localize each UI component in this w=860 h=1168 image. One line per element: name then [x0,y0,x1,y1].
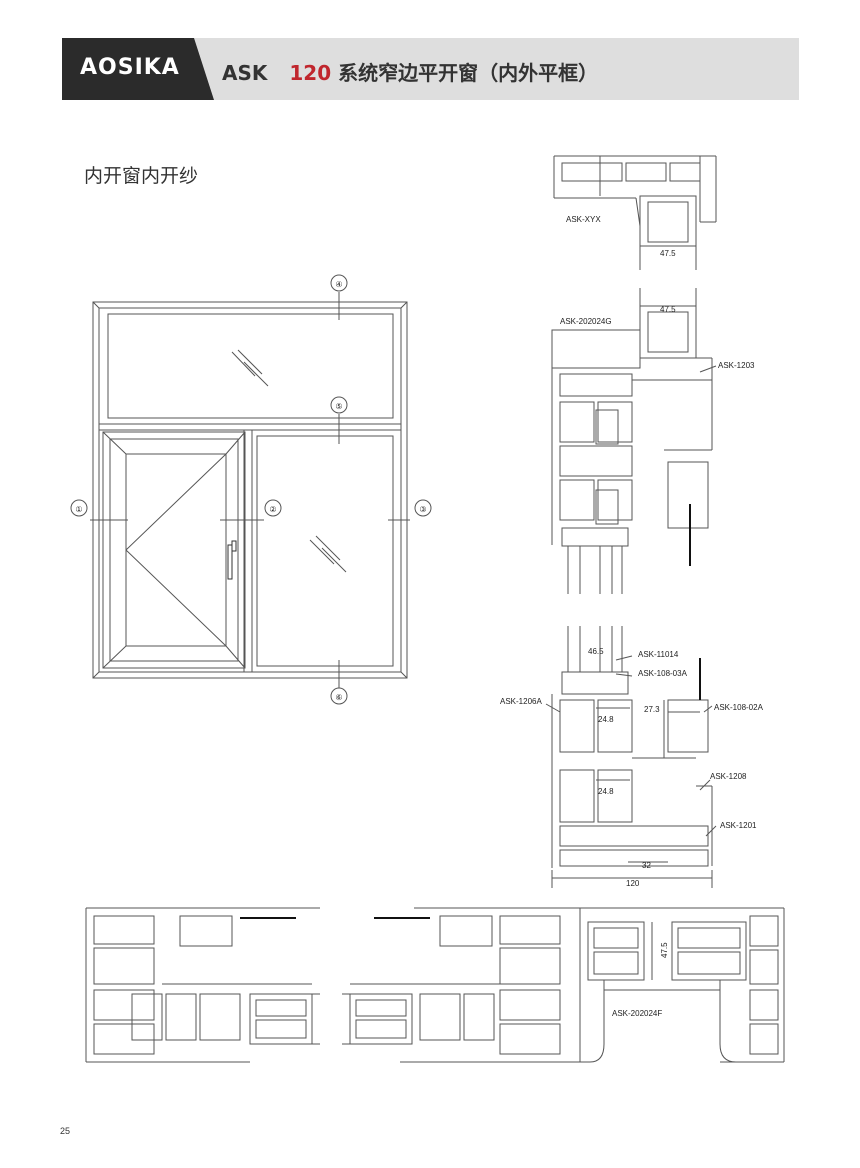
dim-46-5: 46.5 [588,647,604,656]
marker-2: ② [269,505,276,514]
marker-4: ④ [335,280,342,289]
section-top [553,155,717,270]
dim-120: 120 [626,879,640,888]
section-middle [551,288,717,594]
marker-3: ③ [419,505,426,514]
label-ask-202024f: ASK-202024F [612,1009,662,1018]
label-ask-xyx: ASK-XYX [566,215,601,224]
dim-32: 32 [642,861,651,870]
dim-top-47-5: 47.5 [660,249,676,258]
brand-logo-band: AOSIKA [62,38,214,100]
title-series: ASK [222,61,268,85]
marker-6: ⑥ [335,693,342,702]
section-horizontal-middle [342,907,581,1063]
section-horizontal-right [580,907,785,1063]
dim-24-8-a: 24.8 [598,715,614,724]
label-ask-1201: ASK-1201 [720,821,757,830]
label-ask-1208: ASK-1208 [710,772,747,781]
section-bottom [545,626,717,888]
dim-27-3: 27.3 [644,705,660,714]
marker-1: ① [75,505,82,514]
label-ask-108-03a: ASK-108-03A [638,669,688,678]
label-ask-108-02a: ASK-108-02A [714,703,764,712]
dim-horizontal-47-5: 47.5 [660,942,669,958]
title-number: 120 [289,61,332,85]
label-ask-1203: ASK-1203 [718,361,755,370]
dim-middle-47-5: 47.5 [660,305,676,314]
brand-logo: AOSIKA [80,55,180,80]
window-elevation [70,274,432,705]
label-ask-11014: ASK-11014 [638,650,679,659]
label-ask-202024g: ASK-202024G [560,317,612,326]
page-title: ASK 120 系统窄边平开窗（内外平框） [222,57,598,86]
title-text: 系统窄边平开窗（内外平框） [338,61,599,85]
page-header: AOSIKA ASK 120 系统窄边平开窗（内外平框） [62,38,799,100]
marker-5: ⑤ [335,402,342,411]
page-number: 25 [60,1126,71,1136]
section-title: 内开窗内开纱 [84,165,199,187]
label-ask-1206a: ASK-1206A [500,697,542,706]
dim-24-8-b: 24.8 [598,787,614,796]
section-horizontal-left [85,907,320,1063]
